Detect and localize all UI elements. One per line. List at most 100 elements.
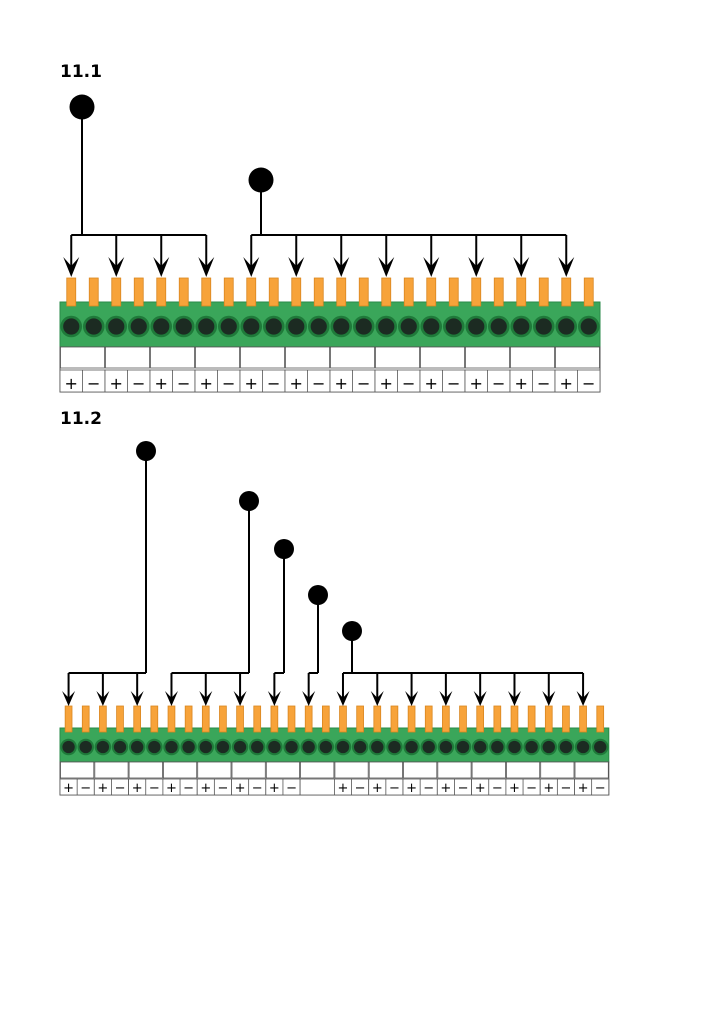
terminal-pin [596,705,605,733]
socket-hole [131,740,144,754]
socket-hole [268,740,281,754]
channel-cell [150,346,195,369]
plus-label: + [155,374,168,393]
channel-cell [300,761,335,779]
terminal-pin [426,277,437,307]
socket-hole [422,740,435,754]
plus-label: + [380,374,393,393]
socket-hole [233,740,247,754]
socket-hole [63,318,80,335]
channel-cell [162,761,198,779]
socket-hole [243,318,260,335]
minus-label: − [357,374,370,393]
terminal-pin [304,705,313,733]
socket-hole [355,318,372,335]
terminal-pin [356,705,364,733]
minus-label: − [389,781,400,796]
socket-hole [378,318,395,335]
plus-label: + [97,781,108,796]
plus-label: + [63,781,74,796]
terminal-pin [111,277,122,307]
channel-cell [510,346,555,369]
arrow-head [405,691,419,706]
terminal-pin [321,705,330,733]
minus-label: − [447,374,460,393]
terminal-pin [287,705,296,733]
channel-cell [128,761,163,779]
terminal-pin [373,705,382,733]
arrow-head [199,691,213,706]
socket-hole [423,318,440,335]
terminal-pin [562,705,570,733]
channel-cell [195,346,240,369]
channel-cell [334,761,369,779]
minus-label: − [582,374,595,393]
minus-label: − [526,781,537,796]
terminal-pin [424,705,433,733]
channel-cell [403,761,438,779]
terminal-pin [178,277,189,307]
terminal-pin [223,277,234,307]
socket-hole [353,740,367,754]
socket-hole [333,318,350,335]
arrow-head [439,691,453,706]
terminal-pin [561,277,572,307]
arrow-head [370,691,384,706]
arrow-head [243,257,260,277]
channel-cell [105,346,150,369]
socket-hole [388,740,401,754]
source-4-wiring [302,585,328,706]
socket-hole [108,318,125,335]
socket-hole [265,318,282,335]
socket-hole [216,740,230,754]
terminal-pin [150,705,159,733]
terminal-pin [459,705,467,733]
terminal-pin [116,705,124,733]
channel-cell [465,346,510,369]
minus-label: − [492,781,503,796]
minus-label: − [267,374,280,393]
channel-cell [437,761,472,779]
terminal-pin [516,277,527,307]
terminal-pin [291,277,302,307]
plus-label: + [235,781,246,796]
terminal-pin [64,705,73,733]
arrow-head [130,691,144,706]
socket-hole [130,318,147,335]
terminal-pin [88,277,99,307]
source-1-wiring [63,94,215,277]
minus-label: − [177,374,190,393]
minus-label: − [87,374,100,393]
minus-label: − [312,374,325,393]
minus-label: − [560,781,571,796]
socket-hole [535,318,552,335]
terminal-pin [407,705,416,733]
socket-hole [491,740,504,754]
socket-hole [285,740,298,754]
terminal-pin [336,277,347,307]
channel-cell [471,761,506,779]
channel-cell [330,346,375,369]
channel-cell [94,761,129,779]
plus-label: + [132,781,143,796]
terminal-pin [219,705,227,733]
socket-hole [400,318,417,335]
terminal-pin [313,277,324,307]
plus-label: + [338,781,349,796]
terminal-pin [381,277,392,307]
channel-cell [375,346,420,369]
channel-cell [197,761,232,779]
source-1-wiring [62,441,156,706]
socket-hole [542,740,555,754]
socket-hole [468,318,485,335]
channel-cell [420,346,465,369]
plus-label: + [372,781,383,796]
arrow-head [336,691,350,706]
plus-label: + [200,781,211,796]
plus-label: + [543,781,554,796]
plus-label: + [425,374,438,393]
arrow-head [96,691,110,706]
terminal-pin [527,705,536,733]
socket-hole [220,318,237,335]
terminal-board [59,301,601,348]
